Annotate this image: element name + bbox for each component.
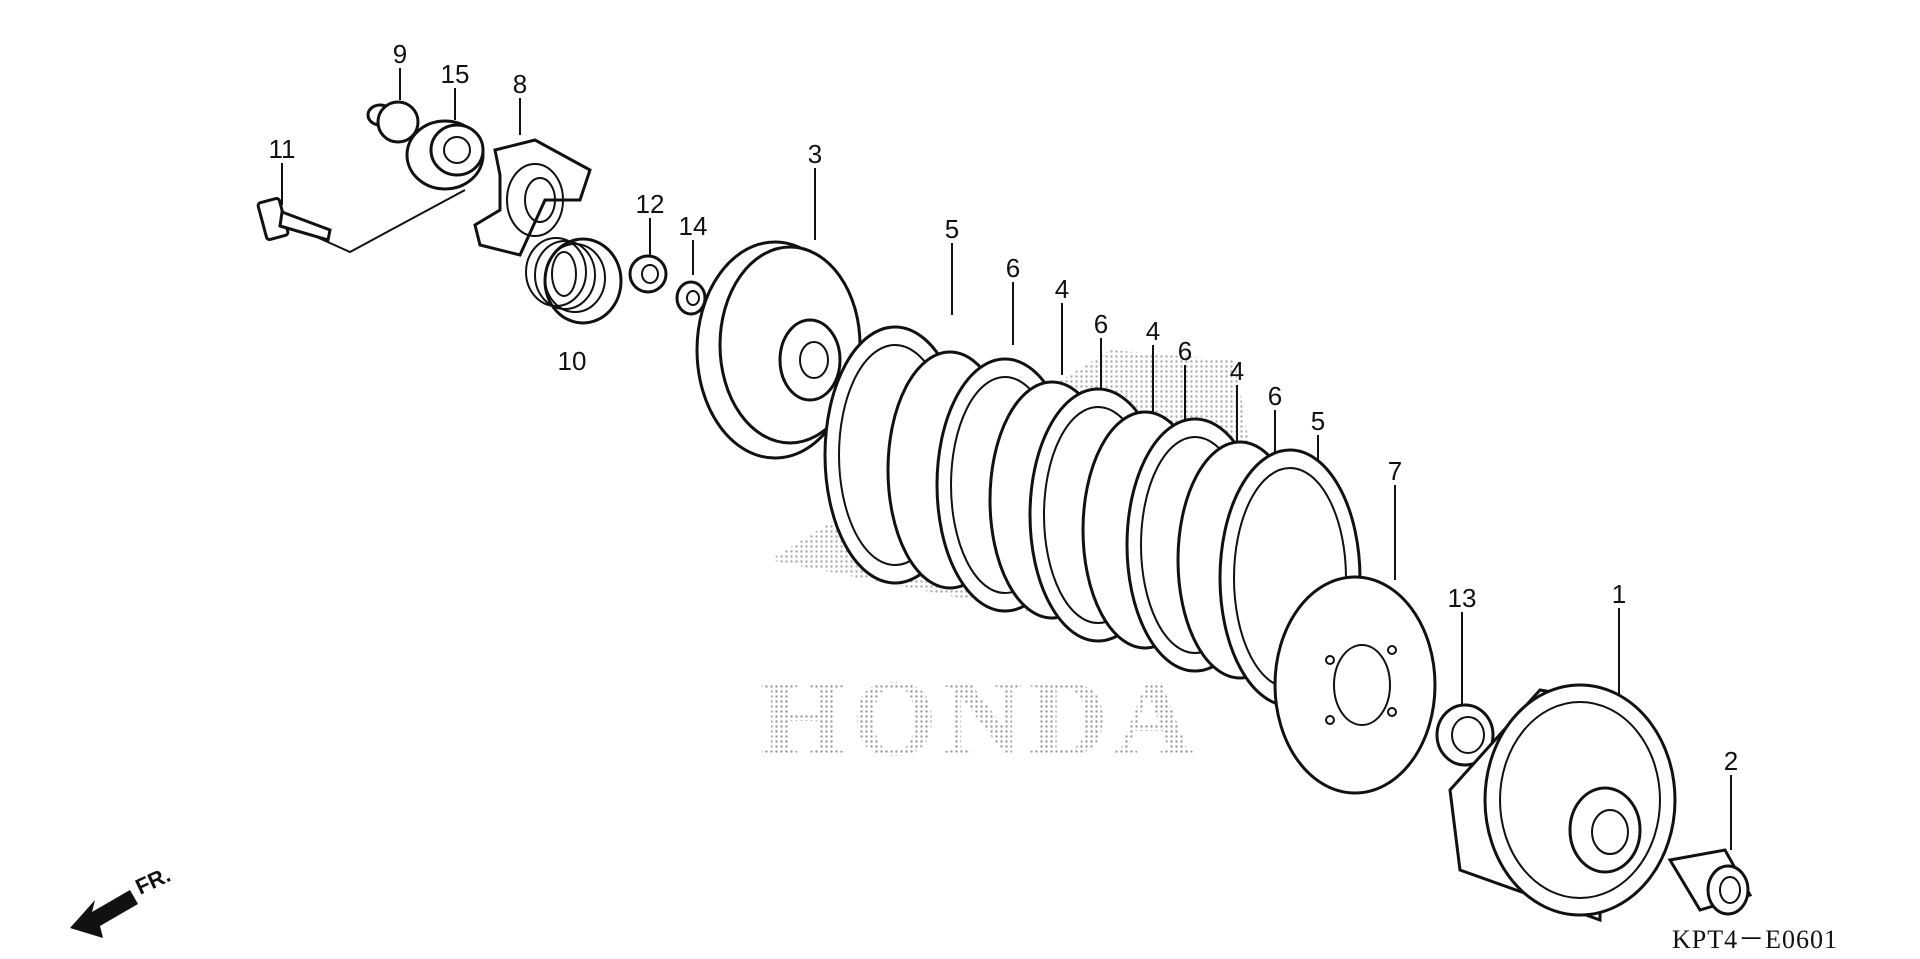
callout-8: 8 xyxy=(513,69,527,99)
front-direction-indicator: FR. xyxy=(70,862,174,938)
part-13-washer xyxy=(1435,703,1495,767)
callout-1: 1 xyxy=(1612,579,1626,609)
front-arrow-icon xyxy=(70,890,138,938)
part-2-collar xyxy=(1667,848,1753,916)
part-14-washer xyxy=(675,280,707,316)
callout-5: 5 xyxy=(1311,406,1325,436)
part-7-pressure-plate xyxy=(1273,575,1437,795)
part-12-nut xyxy=(628,254,668,294)
callout-11: 11 xyxy=(269,134,296,164)
part-1-clutch-outer xyxy=(1448,683,1677,923)
callout-3: 3 xyxy=(808,139,822,169)
callout-6: 6 xyxy=(1178,336,1192,366)
callout-12: 12 xyxy=(636,189,665,219)
front-label: FR. xyxy=(132,862,175,900)
part-9-cap xyxy=(366,100,420,144)
diagram-code: KPT4－E0601 xyxy=(1672,925,1838,954)
part-15-bearing xyxy=(405,119,485,191)
callout-15: 15 xyxy=(441,59,470,89)
callout-6: 6 xyxy=(1094,309,1108,339)
part-8-lifter-plate xyxy=(473,138,592,257)
callout-9: 9 xyxy=(393,39,407,69)
callout-7: 7 xyxy=(1388,456,1402,486)
callout-10: 10 xyxy=(558,346,587,376)
callout-5: 5 xyxy=(945,214,959,244)
callout-4: 4 xyxy=(1055,274,1069,304)
part-10-spring xyxy=(525,237,623,325)
callout-4: 4 xyxy=(1230,356,1244,386)
callout-4: 4 xyxy=(1146,316,1160,346)
part-3-clutch-center xyxy=(695,240,862,460)
callout-numbers: 9 15 8 11 12 14 10 3 5 6 4 6 4 6 4 6 5 7… xyxy=(269,39,1739,776)
callout-14: 14 xyxy=(679,211,708,241)
honda-watermark-text: HONDA xyxy=(760,657,1199,779)
part-11-bolt xyxy=(256,196,332,242)
callout-6: 6 xyxy=(1006,253,1020,283)
callout-2: 2 xyxy=(1724,746,1738,776)
callout-6: 6 xyxy=(1268,381,1282,411)
callout-13: 13 xyxy=(1448,583,1477,613)
